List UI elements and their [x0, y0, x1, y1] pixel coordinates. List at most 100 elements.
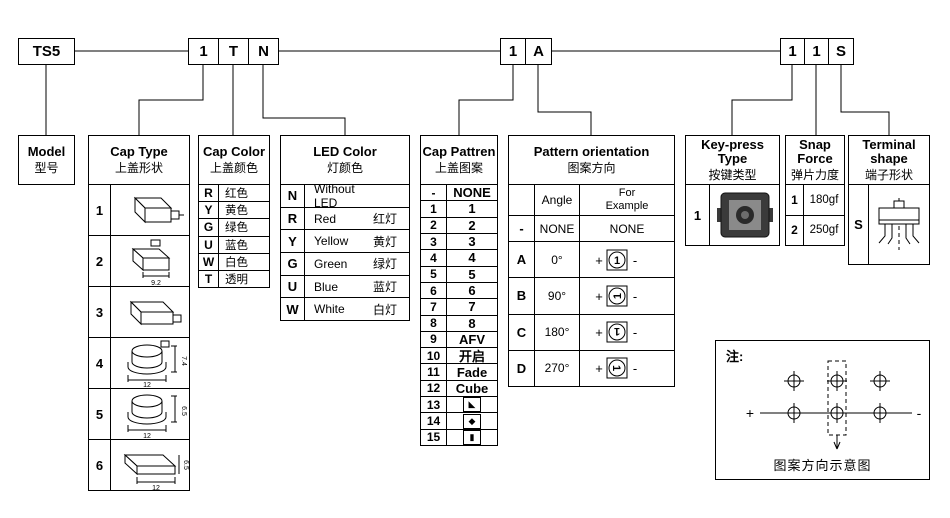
snap-force-body: 1 180gf 2 250gf [785, 184, 845, 246]
cap-pattern-value: 7 [468, 299, 476, 315]
minus-sign: - [633, 253, 637, 268]
cap-type-code: 4 [89, 338, 111, 388]
cap-pattern-row: 1 1 [421, 200, 497, 217]
led-color-name-zh: 白灯 [373, 302, 398, 317]
snap-force-value: 250gf [809, 224, 839, 237]
snap-force-value: 180gf [809, 193, 839, 206]
key-press-body: 1 [685, 184, 780, 246]
terminal-title-zh: 端子形状 [864, 167, 913, 182]
cap-color-label: 透明 [225, 273, 248, 286]
cap-pattern-row: 6 6 [421, 281, 497, 299]
terminal-header: Terminal shape 端子形状 [848, 135, 930, 185]
cap-pattern-row: 2 2 [421, 216, 497, 233]
cap-type-row: 3 [89, 286, 189, 337]
cap-type-row: 4 12 7.4 [89, 337, 189, 388]
led-color-code: N [281, 185, 305, 207]
cap-pattern-row: 4 4 [421, 249, 497, 266]
dim-label: 9.2 [151, 280, 161, 286]
cap-type-2-drawing-icon: 9.2 [131, 239, 171, 286]
led-color-code: G [281, 253, 305, 275]
cap-color-label: 黄色 [225, 205, 248, 218]
cap-pattern-row: 15 ▮ [421, 428, 497, 445]
cap-color-row: W 白色 [199, 252, 269, 270]
cap-pattern-code: 3 [421, 233, 447, 250]
orientation-angle: 90° [535, 278, 580, 314]
cap-pattern-code: 9 [421, 331, 447, 348]
cap-color-row: Y 黄色 [199, 201, 269, 219]
cap-pattern-code: 12 [421, 380, 447, 397]
cap-type-6-drawing-icon: 12 6.5 [123, 453, 189, 490]
cap-pattern-row: 10 开启 [421, 347, 497, 365]
cap-pattern-title-zh: 上盖图案 [434, 160, 483, 175]
dim-label: 6.5 [182, 460, 189, 470]
orientation-angle: 270° [535, 350, 580, 386]
led-color-name-zh: 蓝灯 [373, 280, 398, 295]
terminal-row: S [849, 185, 929, 264]
cap-pattern-row: 5 5 [421, 265, 497, 282]
led-color-code: Y [281, 230, 305, 253]
led-color-header: LED Color 灯颜色 [280, 135, 410, 185]
cap-color-label: 红色 [225, 188, 248, 201]
orientation-header: Pattern orientation 图案方向 [508, 135, 675, 185]
cap-pattern-code: 10 [421, 348, 447, 364]
cap-color-label: 蓝色 [225, 239, 248, 252]
cap-type-4-drawing-icon: 12 7.4 [127, 340, 187, 388]
led-color-name-en: Yellow [314, 234, 349, 249]
code-box-led-color: N [248, 38, 279, 65]
cap-pattern-value: Fade [456, 364, 488, 380]
cap-pattern-row: 13 ◣ [421, 396, 497, 413]
note-label: 注: [726, 349, 744, 364]
cap-type-code: 2 [89, 236, 111, 286]
cap-pattern-row: 11 Fade [421, 363, 497, 380]
plus-sign: + [595, 289, 603, 304]
plus-sign: + [595, 361, 603, 376]
cap-pattern-code: 8 [421, 315, 447, 331]
cap-pattern-row: - NONE [421, 185, 497, 201]
led-color-name-en: Red [314, 211, 337, 226]
terminal-code: S [849, 185, 869, 264]
cap-color-label: 白色 [225, 256, 248, 269]
dim-label: 7.4 [180, 356, 187, 366]
orientation-example-270deg-icon: + 1 - [595, 357, 637, 379]
cap-type-row: 1 [89, 185, 189, 235]
dim-label: 6.5 [180, 406, 187, 416]
cap-pattern-value: 8 [468, 315, 476, 331]
led-color-title-zh: 灯颜色 [326, 160, 363, 175]
orientation-row: C 180° + 1 - [509, 313, 674, 350]
orientation-col-angle: Angle [535, 185, 580, 215]
cap-type-row: 5 12 6.5 [89, 388, 189, 439]
orientation-example-180deg-icon: + 1 - [595, 321, 637, 343]
pattern-glyph-icon: ◣ [463, 397, 481, 413]
orientation-row: A 0° + 1 - [509, 241, 674, 278]
key-press-header: Key-press Type 按键类型 [685, 135, 780, 185]
snap-force-title-en: Snap Force [797, 137, 833, 167]
cap-pattern-table: - NONE 1 1 2 2 3 3 4 4 5 5 6 6 7 7 [420, 184, 498, 446]
cap-color-code: G [199, 219, 219, 236]
orientation-title-zh: 图案方向 [567, 160, 616, 175]
code-box-model: TS5 [18, 38, 75, 65]
cap-pattern-value: 开启 [458, 349, 485, 365]
cap-pattern-value: 3 [468, 234, 476, 250]
note-box: 注: + - 图案方向示意图 [715, 340, 930, 480]
plus-sign: + [746, 405, 754, 421]
orientation-example-90deg-icon: + 1 - [595, 285, 637, 307]
cap-pattern-code: 5 [421, 266, 447, 282]
cap-color-code: W [199, 253, 219, 270]
led-color-name-zh: 红灯 [373, 212, 398, 226]
cap-color-label: 绿色 [225, 222, 248, 235]
snap-force-header: Snap Force 弹片力度 [785, 135, 845, 185]
cap-type-code: 3 [89, 287, 111, 337]
cap-color-code: R [199, 185, 219, 202]
cap-pattern-value: 6 [468, 283, 476, 299]
key-press-title-en: Key-press Type [701, 137, 764, 167]
cap-pattern-code: 2 [421, 217, 447, 233]
cap-color-header: Cap Color 上盖颜色 [198, 135, 270, 185]
code-box-cap-color: T [218, 38, 249, 65]
code-box-cap-type: 1 [188, 38, 219, 65]
cap-pattern-value: 2 [468, 217, 476, 233]
